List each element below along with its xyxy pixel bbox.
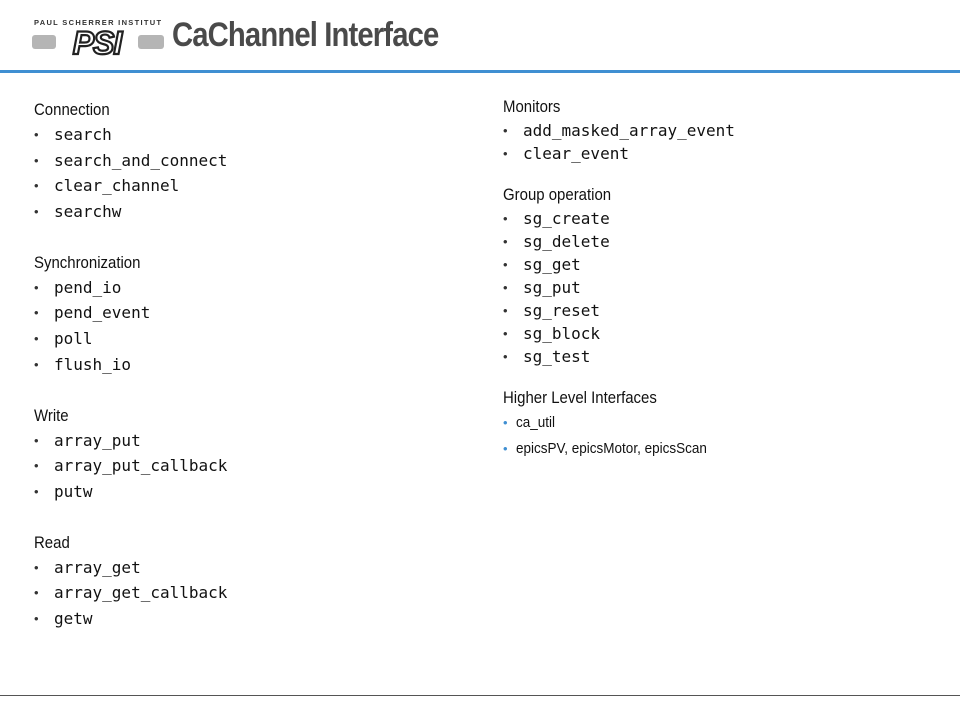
- bullet-icon: •: [34, 483, 39, 499]
- section-gap: [503, 165, 923, 183]
- list-item: •sg_block: [503, 324, 601, 343]
- page-title: CaChannel Interface: [172, 16, 439, 54]
- list-item: •sg_get: [503, 255, 581, 274]
- section-heading: Read: [34, 532, 70, 552]
- logo-mark-text: PSI: [73, 26, 124, 60]
- bullet-icon: •: [34, 356, 39, 372]
- list-item: •clear_channel: [34, 173, 454, 199]
- footer-divider: [0, 695, 960, 696]
- psi-logo: PAUL SCHERRER INSTITUT PSI: [30, 14, 166, 60]
- bullet-icon: •: [503, 211, 508, 226]
- bullet-icon: •: [503, 234, 508, 249]
- list-item: •sg_create: [503, 209, 610, 228]
- section-gap: [503, 368, 923, 386]
- bullet-icon: •: [34, 305, 39, 321]
- bullet-icon: •: [503, 349, 508, 364]
- bullet-icon: •: [34, 204, 39, 220]
- list-item: •array_get: [34, 555, 454, 581]
- list-item: •array_get_callback: [34, 580, 454, 606]
- list-item: •clear_event: [503, 144, 629, 163]
- logo-institute-name: PAUL SCHERRER INSTITUT: [34, 18, 163, 27]
- list-item: •pend_event: [34, 300, 454, 326]
- list-item: •array_put: [34, 428, 454, 454]
- bullet-icon: •: [34, 331, 39, 347]
- list-item: •sg_delete: [503, 232, 610, 251]
- list-item: •sg_put: [503, 278, 581, 297]
- section-heading: Monitors: [503, 97, 561, 116]
- section-connection: Connection •search •search_and_connect •…: [34, 98, 454, 225]
- section-heading: Group operation: [503, 185, 612, 204]
- bullet-icon: •: [503, 123, 508, 138]
- section-write: Write •array_put •array_put_callback •pu…: [34, 404, 454, 505]
- section-heading: Higher Level Interfaces: [503, 388, 657, 407]
- list-item: •sg_test: [503, 347, 591, 366]
- list-item: •add_masked_array_event: [503, 121, 735, 140]
- list-item: •epicsPV, epicsMotor, epicsScan: [503, 436, 923, 462]
- section-read: Read •array_get •array_get_callback •get…: [34, 531, 454, 632]
- right-column: Monitors •add_masked_array_event •clear_…: [503, 95, 923, 462]
- bullet-icon: •: [34, 458, 39, 474]
- bullet-icon: •: [503, 326, 508, 341]
- list-item: •flush_io: [34, 352, 454, 378]
- bullet-icon: •: [34, 279, 39, 295]
- bullet-icon: •: [34, 127, 39, 142]
- section-gap: [34, 505, 454, 531]
- section-gap: [34, 225, 454, 251]
- list-item: •ca_util: [503, 410, 923, 436]
- bullet-icon: •: [503, 441, 508, 456]
- section-monitors: Monitors •add_masked_array_event •clear_…: [503, 95, 923, 165]
- list-item: •search: [34, 122, 454, 148]
- bullet-icon: •: [34, 559, 39, 575]
- list-item: •poll: [34, 326, 454, 352]
- section-synchronization: Synchronization •pend_io •pend_event •po…: [34, 251, 454, 378]
- left-column: Connection •search •search_and_connect •…: [34, 98, 454, 632]
- section-higher-level-interfaces: Higher Level Interfaces •ca_util •epicsP…: [503, 386, 923, 462]
- bullet-icon: •: [503, 303, 508, 318]
- bullet-icon: •: [503, 415, 508, 430]
- section-group-operation: Group operation •sg_create •sg_delete •s…: [503, 183, 923, 368]
- list-item: •pend_io: [34, 275, 454, 301]
- list-item: •sg_reset: [503, 301, 601, 320]
- list-item: •array_put_callback: [34, 453, 454, 479]
- bullet-icon: •: [34, 610, 39, 626]
- bullet-icon: •: [34, 152, 39, 168]
- list-item: •getw: [34, 606, 454, 632]
- title-divider: [0, 70, 960, 73]
- section-heading: Write: [34, 405, 69, 425]
- list-item: •putw: [34, 479, 454, 505]
- list-item: •searchw: [34, 199, 454, 225]
- bullet-icon: •: [34, 432, 39, 448]
- bullet-icon: •: [34, 178, 39, 194]
- bullet-icon: •: [503, 146, 508, 161]
- bullet-icon: •: [34, 585, 39, 601]
- section-heading: Connection: [34, 100, 110, 119]
- section-gap: [34, 378, 454, 404]
- bullet-icon: •: [503, 280, 508, 295]
- section-heading: Synchronization: [34, 252, 141, 272]
- bullet-icon: •: [503, 257, 508, 272]
- psi-logo-mark: PSI: [32, 26, 164, 60]
- list-item: •search_and_connect: [34, 148, 454, 174]
